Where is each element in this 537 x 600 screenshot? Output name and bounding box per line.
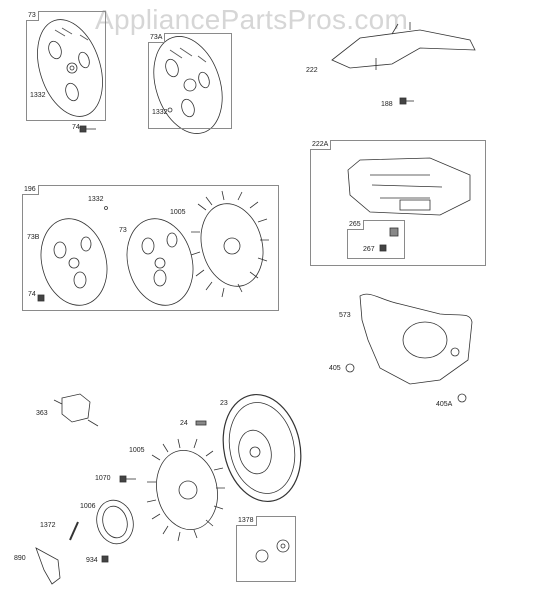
- part-label-73: 73: [119, 227, 127, 234]
- part-label-74: 74: [72, 124, 80, 131]
- group-label-73: 73: [26, 11, 39, 21]
- part-label-405a: 405A: [436, 401, 453, 408]
- group-box-1378: [236, 516, 296, 582]
- group-label-196: 196: [22, 185, 39, 195]
- part-label-573: 573: [339, 312, 351, 319]
- part-label-1070: 1070: [95, 475, 111, 482]
- group-box-265: [347, 220, 405, 259]
- sensor-363: [53, 393, 99, 427]
- screen-disk-73b: [40, 218, 108, 306]
- shroud-573: [359, 293, 473, 385]
- group-label-265: 265: [347, 220, 364, 230]
- bracket-222a: [347, 157, 471, 216]
- group-box-73a: [148, 33, 232, 129]
- group-box-222a: [310, 140, 486, 266]
- screen-disk-73: [37, 19, 103, 117]
- part-label-934: 934: [86, 557, 98, 564]
- part-label-1332: 1332: [152, 109, 168, 116]
- ring-1006: [96, 499, 134, 545]
- part-label-1006: 1006: [80, 503, 96, 510]
- part-label-222: 222: [306, 67, 318, 74]
- bolt-74-top: [79, 125, 96, 133]
- watermark: AppliancePartsPros.com: [95, 4, 409, 35]
- part-label-188: 188: [381, 101, 393, 108]
- part-label-1332: 1332: [30, 92, 46, 99]
- fan-1005: [146, 438, 225, 542]
- part-label-24: 24: [180, 420, 188, 427]
- part-label-405: 405: [329, 365, 341, 372]
- flywheel-23: [222, 393, 302, 503]
- group-box-196: [22, 185, 279, 311]
- part-label-73b: 73B: [27, 234, 40, 241]
- group-label-73a: 73A: [148, 33, 166, 43]
- group-label-222a: 222A: [310, 140, 332, 150]
- bracket-222: [331, 22, 476, 70]
- part-label-890: 890: [14, 555, 26, 562]
- part-label-1372: 1372: [40, 522, 56, 529]
- part-label-363: 363: [36, 410, 48, 417]
- part-label-1005: 1005: [170, 209, 186, 216]
- group-label-1378: 1378: [236, 516, 257, 526]
- fan-1005-assembly: [190, 190, 269, 298]
- part-label-1332: 1332: [88, 196, 104, 203]
- part-label-74: 74: [28, 291, 36, 298]
- group-box-73: [26, 11, 106, 121]
- part-label-1005: 1005: [129, 447, 145, 454]
- part-label-267: 267: [363, 246, 375, 253]
- part-label-23: 23: [220, 400, 228, 407]
- screen-disk-73a: [153, 36, 223, 134]
- screen-disk-73-assembly: [126, 218, 194, 306]
